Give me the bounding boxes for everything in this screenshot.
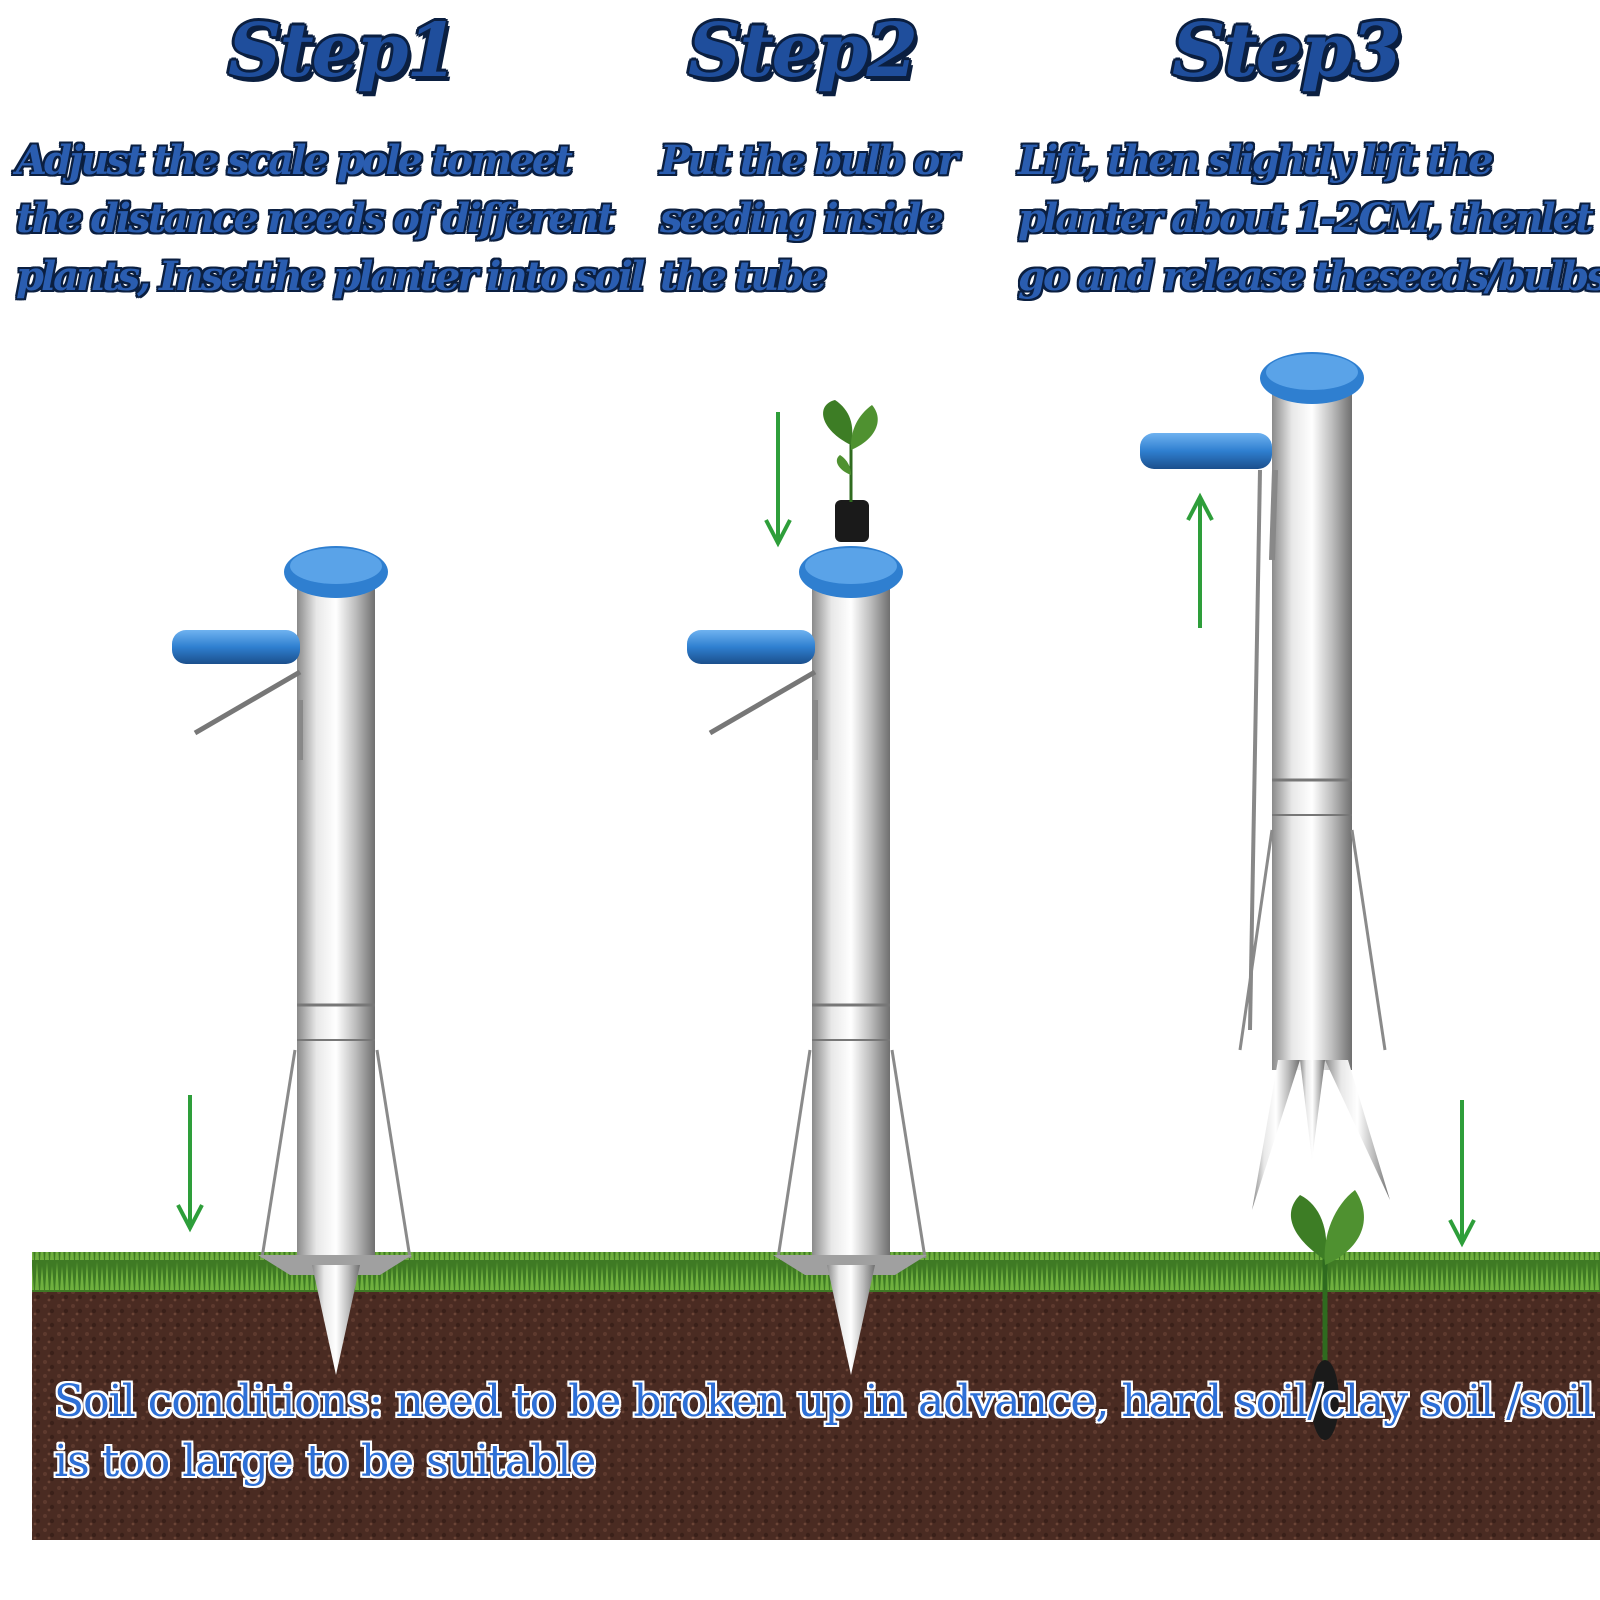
step-3-title: Step3 xyxy=(1172,8,1402,94)
step-1-title: Step1 xyxy=(228,8,458,94)
step-2-title: Step2 xyxy=(688,8,918,94)
step-2-line: seeding inside xyxy=(660,195,944,242)
step-2-line: the tube xyxy=(660,253,827,300)
step-1-line: plants, Insetthe planter into soil xyxy=(16,253,645,300)
step-3-description: Lift, then slightly lift the planter abo… xyxy=(1018,132,1600,306)
step-3-line: go and release theseeds/bulbs xyxy=(1018,253,1600,300)
arrow-down-icon xyxy=(1448,1100,1476,1248)
step-2-line: Put the bulb or xyxy=(660,137,958,184)
step-3-line: planter about 1-2CM, thenlet xyxy=(1018,195,1594,242)
seedling-icon xyxy=(823,400,878,542)
arrow-down-icon xyxy=(176,1095,204,1233)
step-1-line: Adjust the scale pole tomeet xyxy=(16,137,573,184)
step-1-description: Adjust the scale pole tomeet the distanc… xyxy=(16,132,645,306)
arrow-up-icon xyxy=(1186,492,1214,628)
seedling-icon xyxy=(1290,1190,1364,1440)
soil-conditions-note: Soil conditions: need to be broken up in… xyxy=(54,1372,1594,1492)
arrow-down-icon xyxy=(764,412,792,548)
planter-tool-icon xyxy=(687,546,927,1375)
soil xyxy=(32,1286,1600,1540)
planter-tool-icon xyxy=(1140,352,1390,1210)
step-2-description: Put the bulb or seeding inside the tube xyxy=(660,132,958,306)
step-1-line: the distance needs of different xyxy=(16,195,615,242)
note-line: Soil conditions: need to be broken up in… xyxy=(54,1376,1594,1427)
step-3-line: Lift, then slightly lift the xyxy=(1018,137,1494,184)
note-line: is too large to be suitable xyxy=(54,1436,596,1487)
planter-tool-icon xyxy=(172,546,412,1375)
